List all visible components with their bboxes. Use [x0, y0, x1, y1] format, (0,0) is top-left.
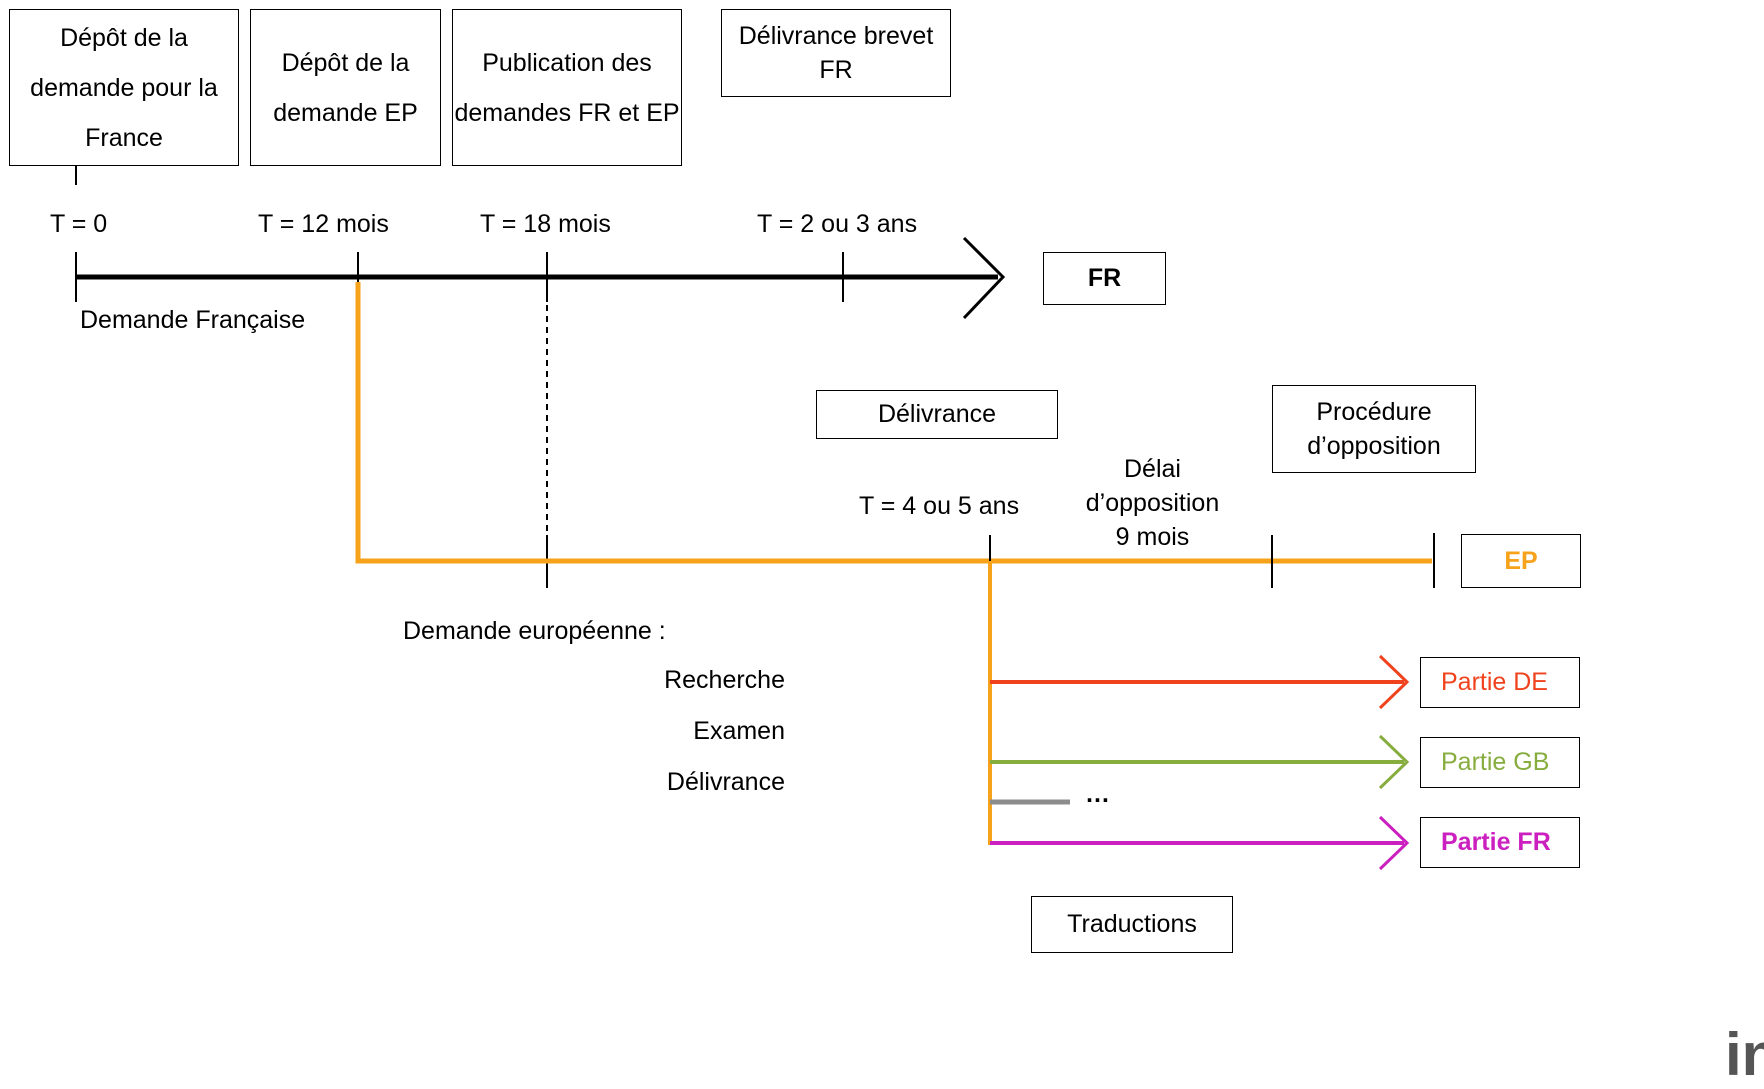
label-examen: Examen — [693, 717, 785, 745]
box-partie-gb: Partie GB — [1420, 737, 1580, 788]
label-delivrance-step: Délivrance — [666, 768, 785, 796]
box-delivrance-ep-text: Délivrance — [877, 400, 997, 428]
gb-arrowhead — [1378, 734, 1410, 790]
box-fr-text: FR — [1087, 264, 1122, 292]
box-traductions: Traductions — [1031, 896, 1233, 953]
de-arrowhead — [1378, 654, 1410, 710]
box-procedure-line2: d’opposition — [1307, 432, 1441, 460]
box-delivrance-fr: Délivrance brevet FR — [721, 9, 951, 97]
fr-arrowhead — [962, 236, 1006, 320]
box-ep: EP — [1461, 534, 1581, 588]
fr-part-arrowhead — [1378, 815, 1410, 871]
box-partie-fr-text: Partie FR — [1441, 828, 1551, 856]
box-publication-text: Publication des demandes FR et EP — [454, 48, 680, 127]
box-partie-gb-text: Partie GB — [1441, 748, 1550, 776]
label-delai-line1: Délai — [1124, 455, 1181, 483]
box-partie-de-text: Partie DE — [1441, 668, 1548, 696]
box-depot-ep: Dépôt de la demande EP — [250, 9, 441, 166]
box-partie-de: Partie DE — [1420, 657, 1580, 708]
label-delai-opposition: Délai d’opposition 9 mois — [1070, 452, 1235, 554]
box-ep-text: EP — [1504, 546, 1538, 575]
label-demande-francaise: Demande Française — [80, 306, 306, 334]
logo: in — [1725, 1021, 1764, 1088]
box-traductions-text: Traductions — [1067, 910, 1197, 938]
label-t18: T = 18 mois — [480, 210, 611, 238]
box-procedure-line1: Procédure — [1316, 398, 1432, 426]
label-demande-europeenne: Demande européenne : — [403, 617, 666, 645]
box-depot-ep-text: Dépôt de la demande EP — [273, 48, 418, 127]
label-delai-line3: 9 mois — [1115, 523, 1190, 551]
label-recherche: Recherche — [664, 666, 785, 694]
box-fr: FR — [1043, 252, 1166, 305]
label-t12: T = 12 mois — [258, 210, 389, 238]
ep-timeline — [355, 282, 1432, 564]
label-ellipsis: … — [1085, 780, 1110, 808]
label-t0: T = 0 — [50, 210, 108, 238]
label-delai-line2: d’opposition — [1085, 489, 1220, 517]
box-publication: Publication des demandes FR et EP — [452, 9, 682, 166]
box-depot-fr-text: Dépôt de la demande pour la France — [30, 23, 218, 152]
label-t4-5: T = 4 ou 5 ans — [859, 492, 1020, 520]
box-delivrance-fr-text: Délivrance brevet FR — [738, 22, 934, 84]
box-partie-fr: Partie FR — [1420, 817, 1580, 868]
box-depot-fr: Dépôt de la demande pour la France — [9, 9, 239, 166]
box-delivrance-ep: Délivrance — [816, 390, 1058, 439]
label-t2-3: T = 2 ou 3 ans — [757, 210, 918, 238]
box-procedure-opposition: Procédure d’opposition — [1272, 385, 1476, 473]
